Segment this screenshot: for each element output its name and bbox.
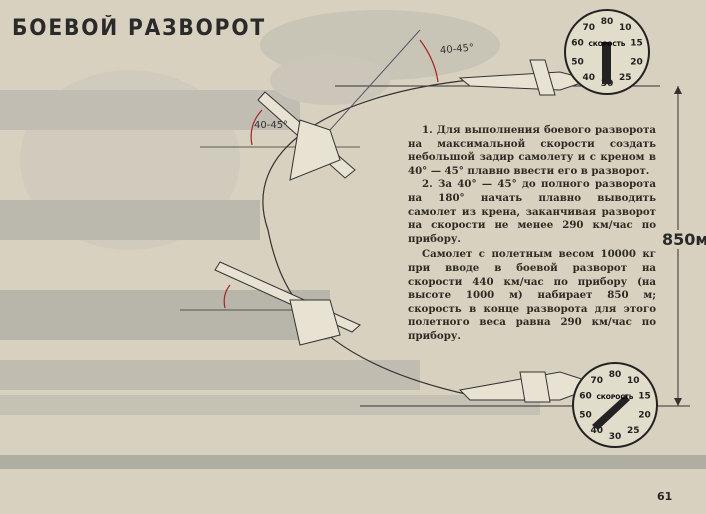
arrowhead-icon (674, 86, 682, 94)
gauge-number: 50 (571, 58, 584, 68)
page-number: 61 (657, 490, 673, 503)
gauge-number: 40 (591, 426, 604, 436)
gauge-needle (592, 395, 630, 430)
page-title: БОЕВОЙ РАЗВОРОТ (12, 16, 267, 41)
arrowhead-icon (674, 398, 682, 406)
instructions-text: 1. Для выполнения боевого разворота на м… (408, 124, 656, 344)
bank-angle-label-left: 40-45° (254, 120, 289, 131)
clouds (0, 10, 706, 469)
gauge-number: 50 (579, 411, 592, 421)
gauge-number: 15 (638, 391, 651, 401)
paragraph: Самолет с полетным весом 10000 кг при вв… (408, 248, 656, 342)
angle-arc-bottom (223, 284, 231, 309)
gauge-number: 80 (601, 17, 614, 27)
gauge-number: 80 (609, 370, 622, 380)
gauge-number: 30 (609, 432, 622, 442)
gauge-label: СКОРОСТЬ (597, 394, 634, 401)
gauge-number: 30 (601, 79, 614, 89)
airspeed-gauge-bottom (572, 362, 658, 448)
altitude-gain-label: 850м. (662, 230, 706, 249)
gauge-number: 10 (627, 376, 640, 386)
gauge-number: 15 (630, 38, 643, 48)
gauge-number: 25 (619, 73, 632, 83)
gauge-number: 20 (638, 411, 651, 421)
gauge-number: 70 (591, 376, 604, 386)
gauge-number: 70 (583, 23, 596, 33)
gauge-number: 10 (619, 23, 632, 33)
reference-line (329, 29, 421, 131)
paragraph: 1. Для выполнения боевого разворота на м… (408, 124, 656, 177)
paragraph: 2. За 40° — 45° до полного разворота на … (408, 178, 656, 245)
gauge-number: 20 (630, 58, 643, 68)
gauge-number: 25 (627, 426, 640, 436)
airplane-icon (214, 59, 602, 403)
gauge-number: 60 (579, 391, 592, 401)
airspeed-gauge-top (564, 9, 650, 95)
angle-arc-top (419, 39, 439, 83)
gauge-number: 40 (583, 73, 596, 83)
angle-arc-left (250, 109, 263, 146)
gauge-needle (602, 42, 611, 84)
gauge-label: СКОРОСТЬ (589, 41, 626, 48)
trajectory-line (262, 79, 471, 396)
gauge-number: 60 (571, 38, 584, 48)
